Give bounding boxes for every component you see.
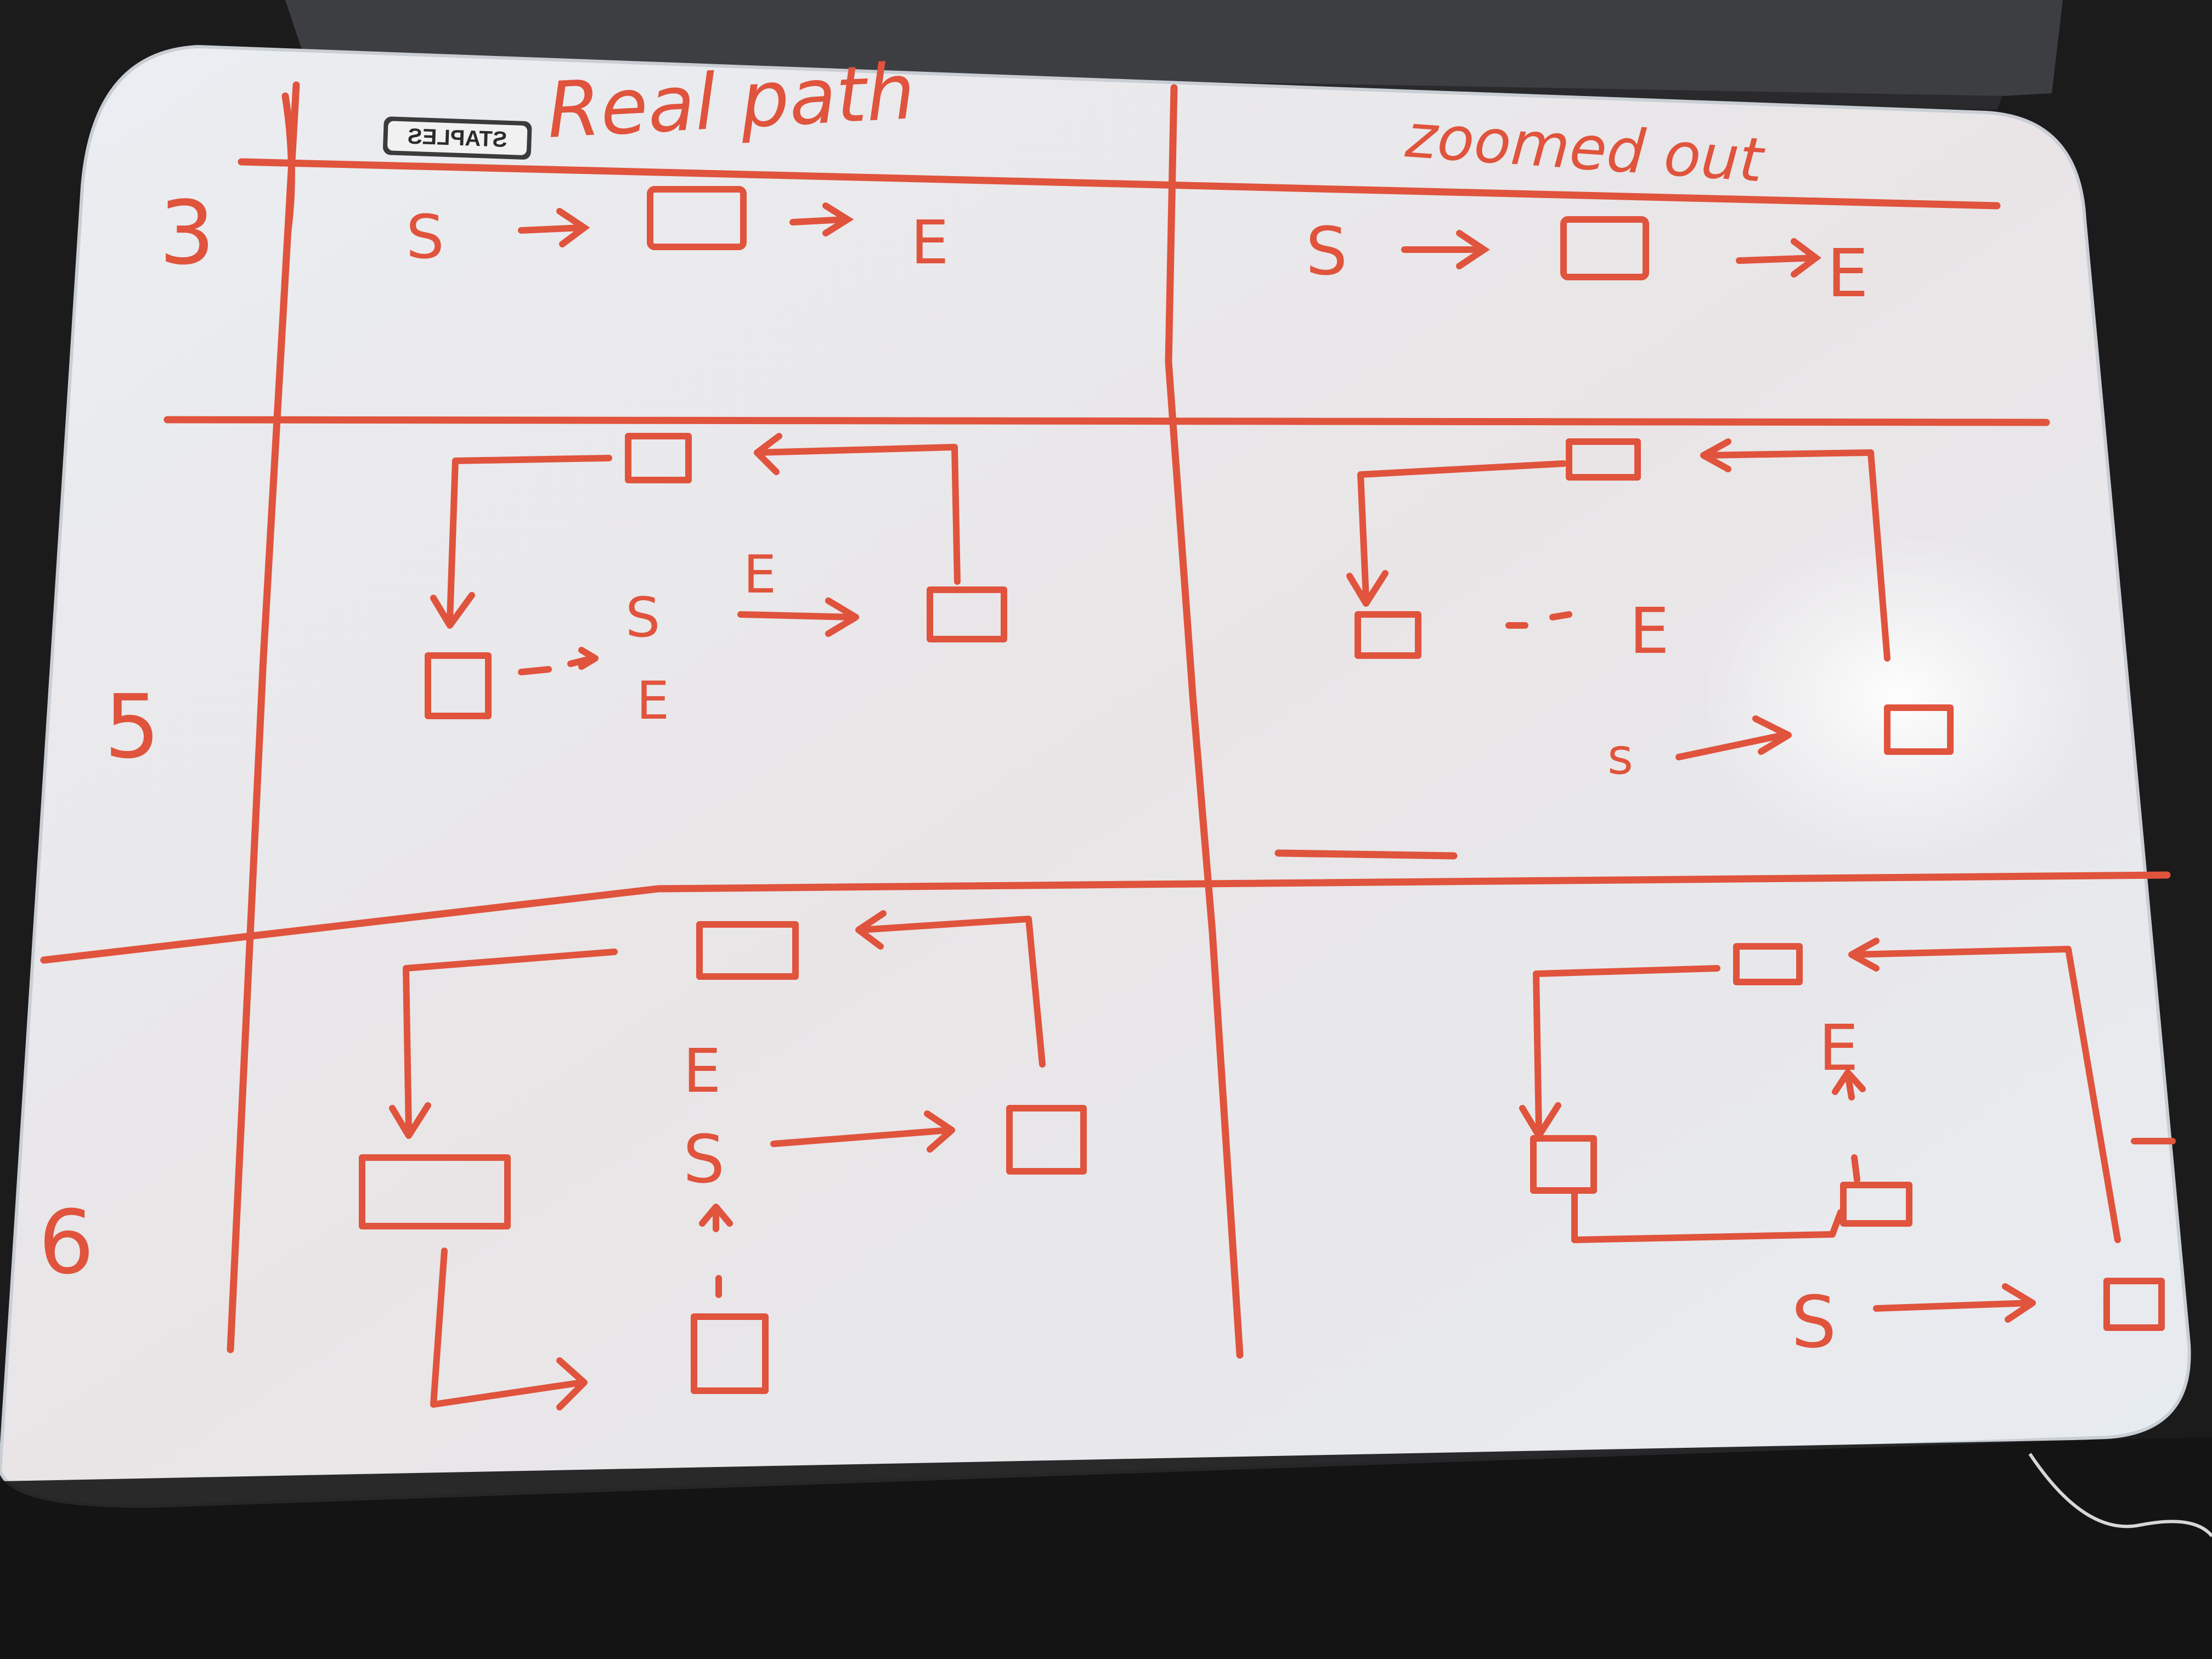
path-line bbox=[389, 949, 618, 1139]
dashed-arrow-icon bbox=[1505, 611, 1572, 629]
arrow-icon bbox=[1675, 715, 1792, 760]
room-box-icon bbox=[696, 921, 799, 980]
arrow-icon bbox=[789, 202, 854, 236]
room-box-icon bbox=[1566, 438, 1641, 481]
room-box-icon bbox=[1006, 1105, 1087, 1175]
row-3-zoomed-out: S E bbox=[1306, 214, 1869, 312]
room-box-icon bbox=[1530, 1135, 1597, 1194]
arrow-icon bbox=[1848, 938, 2121, 1243]
end-label: E bbox=[911, 207, 949, 278]
staples-logo-text: STAPLES bbox=[407, 125, 507, 152]
path-line bbox=[1346, 460, 1567, 607]
row-label-3: 3 bbox=[159, 182, 215, 284]
room-box-icon bbox=[647, 186, 747, 250]
arrow-icon bbox=[855, 910, 1046, 1068]
start-label: S bbox=[406, 202, 444, 272]
room-box-icon bbox=[1355, 611, 1421, 659]
chair-backrest bbox=[0, 1437, 2212, 1659]
row-3-real-path: S E bbox=[406, 186, 949, 278]
room-box-icon bbox=[359, 1154, 511, 1229]
row-5-real-path bbox=[425, 433, 1007, 719]
cable bbox=[2028, 1453, 2212, 1537]
row-5-zoomed-out bbox=[1346, 438, 1954, 760]
left-column-header: Real path bbox=[545, 47, 917, 156]
room-box-icon bbox=[1560, 216, 1649, 280]
grid-lines bbox=[40, 81, 2171, 1359]
arrow-icon bbox=[1736, 238, 1821, 278]
end-label: E bbox=[1629, 595, 1669, 668]
dashed-arrow-icon bbox=[518, 647, 599, 675]
room-box-icon bbox=[2103, 1278, 2165, 1331]
staples-logo: STAPLES bbox=[383, 116, 532, 160]
row-label-6: 6 bbox=[38, 1191, 94, 1294]
start-label: S bbox=[683, 1122, 725, 1198]
row-6-zoomed-out bbox=[1519, 938, 2176, 1331]
path-line bbox=[430, 1248, 588, 1410]
dashed-arrow-icon bbox=[699, 1204, 733, 1298]
end-label: E bbox=[636, 671, 669, 731]
end-label: E bbox=[743, 545, 776, 605]
room-box-icon bbox=[625, 433, 692, 483]
start-label: s bbox=[1607, 728, 1633, 786]
start-label: S bbox=[1791, 1280, 1837, 1364]
room-box-icon bbox=[1884, 704, 1954, 755]
arrow-icon bbox=[754, 433, 961, 585]
start-label: S bbox=[625, 585, 660, 650]
row-6-real-path bbox=[359, 910, 1087, 1410]
start-label: S bbox=[1306, 214, 1347, 290]
arrow-icon bbox=[518, 208, 590, 247]
end-label: E bbox=[1827, 236, 1869, 312]
end-label: E bbox=[1819, 1012, 1859, 1085]
path-line bbox=[430, 455, 612, 629]
room-box-icon bbox=[1840, 1182, 1912, 1227]
room-box-icon bbox=[425, 652, 492, 719]
arrow-icon bbox=[770, 1110, 955, 1153]
end-label: E bbox=[683, 1036, 721, 1106]
row-label-5: 5 bbox=[104, 675, 160, 778]
arrow-icon bbox=[737, 597, 859, 637]
path-line bbox=[1571, 1187, 1844, 1243]
room-box-icon bbox=[927, 586, 1007, 642]
arrow-icon bbox=[1401, 230, 1490, 269]
glare-highlight bbox=[1701, 532, 2096, 861]
dashed-arrow-icon bbox=[1832, 1069, 1866, 1183]
room-box-icon bbox=[1733, 943, 1803, 985]
room-box-icon bbox=[691, 1313, 769, 1394]
arrow-icon bbox=[1873, 1283, 2036, 1323]
arrow-icon bbox=[1700, 438, 1891, 662]
